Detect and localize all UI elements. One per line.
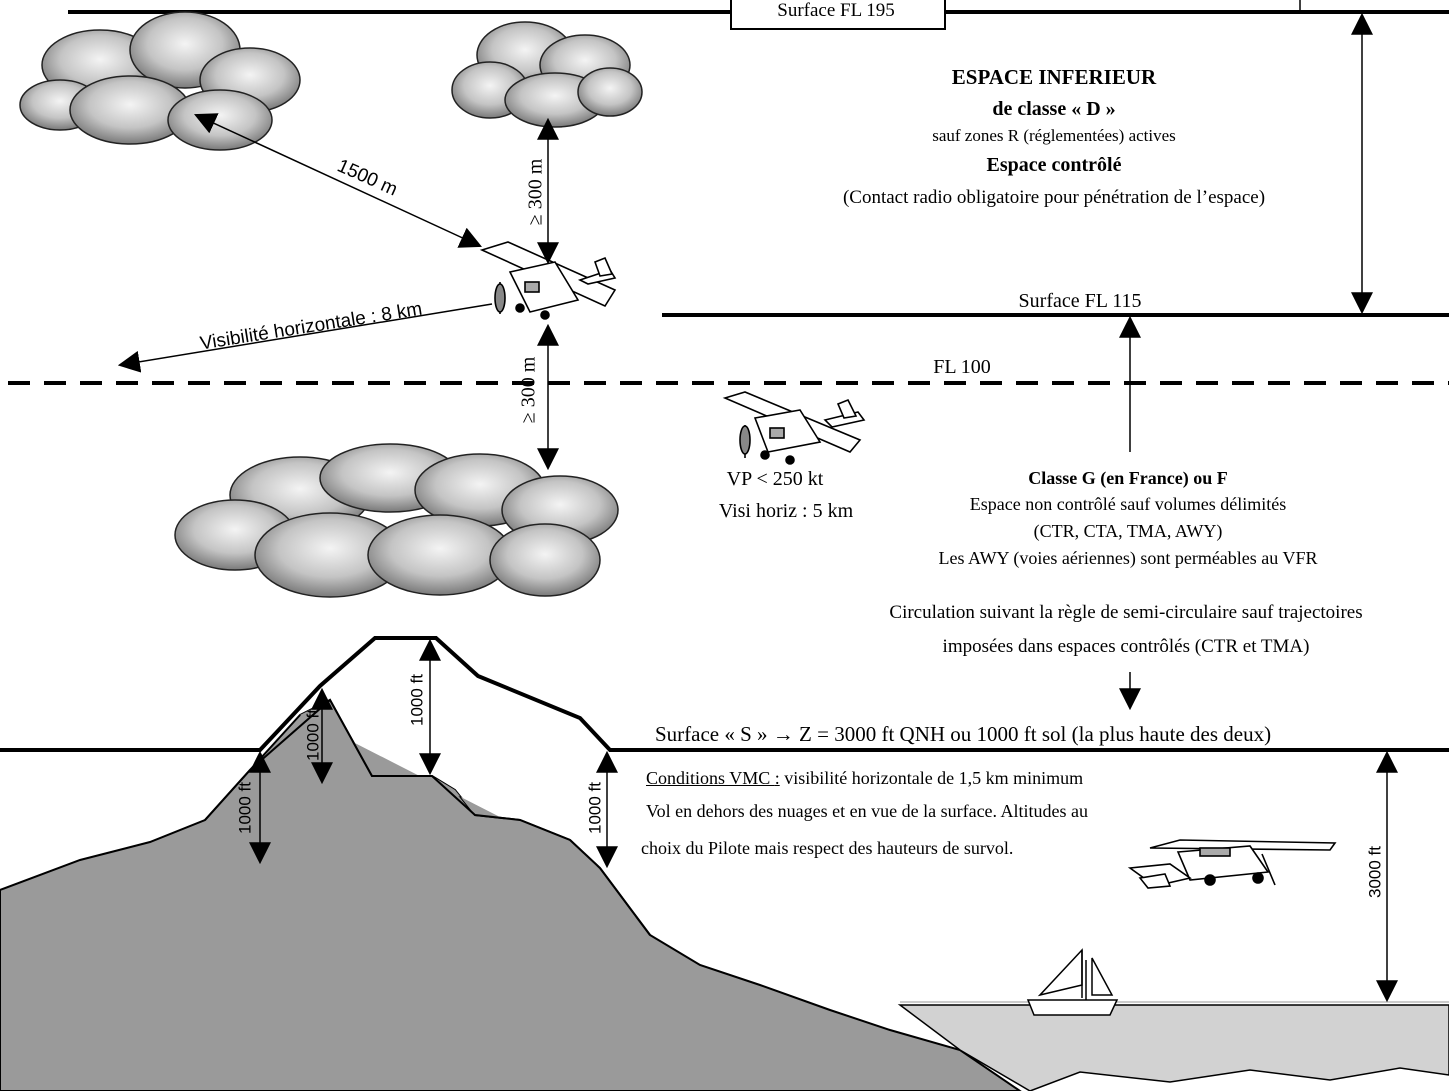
fl115-label: Surface FL 115	[1018, 290, 1142, 312]
upper-space-controlled: Espace contrôlé	[986, 154, 1122, 176]
class-g-line3: Les AWY (voies aériennes) sont perméable…	[938, 548, 1318, 568]
label-300m-below: ≥ 300 m	[518, 356, 540, 423]
terrain	[0, 698, 1022, 1091]
surface-s-label: Surface « S » → Z = 3000 ft QNH ou 1000 …	[655, 722, 1272, 746]
label-1000ft-peak: 1000 ft	[407, 674, 426, 726]
label-visibility-8km: Visibilité horizontale : 8 km	[199, 299, 424, 355]
label-3000ft: 3000 ft	[1365, 846, 1384, 898]
aircraft-right	[1127, 839, 1337, 889]
label-300m-above: ≥ 300 m	[525, 158, 547, 225]
upper-space-class: de classe « D »	[992, 98, 1116, 120]
vmc-label: Conditions VMC	[646, 768, 775, 788]
label-1000ft-mid: 1000 ft	[303, 709, 322, 761]
vmc-line1-text: visibilité horizontale de 1,5 km minimum	[779, 768, 1084, 788]
terrain-summit	[300, 700, 600, 868]
fl195-label-box	[730, 0, 946, 30]
visibility-5km-label: Visi horiz : 5 km	[718, 500, 854, 522]
vmc-line3: choix du Pilote mais respect des hauteur…	[641, 838, 1014, 858]
sea	[897, 1004, 1449, 1091]
cloud-top-left	[19, 11, 301, 151]
class-g-line1: Espace non contrôlé sauf volumes délimit…	[969, 494, 1287, 514]
upper-space-radio: (Contact radio obligatoire pour pénétrat…	[842, 187, 1266, 208]
terrain-outline	[204, 698, 651, 936]
vmc-colon: :	[774, 768, 780, 788]
fl100-label: FL 100	[933, 356, 991, 378]
speed-limit-label: VP < 250 kt	[726, 468, 824, 490]
cloud-top-middle	[451, 21, 643, 128]
vmc-line1: Conditions VMC : visibilité horizontale …	[646, 768, 1083, 789]
aircraft-lower	[722, 391, 866, 465]
fl195-label: Surface FL 195	[777, 0, 895, 21]
circulation-line1: Circulation suivant la règle de semi-cir…	[889, 602, 1363, 623]
label-1000ft-left: 1000 ft	[235, 782, 254, 834]
label-1000ft-right: 1000 ft	[585, 782, 604, 834]
circulation-line2: imposées dans espaces contrôlés (CTR et …	[942, 636, 1310, 657]
arrow-visibility	[117, 303, 493, 373]
upper-space-exception: sauf zones R (réglementées) actives	[932, 126, 1176, 145]
cloud-bottom	[174, 443, 619, 598]
boat	[1026, 948, 1119, 1016]
upper-space-title: ESPACE INFERIEUR	[951, 65, 1157, 89]
terrain-following-line	[0, 636, 1449, 752]
arrow-1500m	[194, 113, 482, 248]
class-g-title: Classe G (en France) ou F	[1028, 468, 1228, 488]
aircraft-upper	[479, 241, 617, 320]
vmc-line2: Vol en dehors des nuages et en vue de la…	[646, 801, 1089, 821]
class-g-line2: (CTR, CTA, TMA, AWY)	[1033, 521, 1223, 541]
